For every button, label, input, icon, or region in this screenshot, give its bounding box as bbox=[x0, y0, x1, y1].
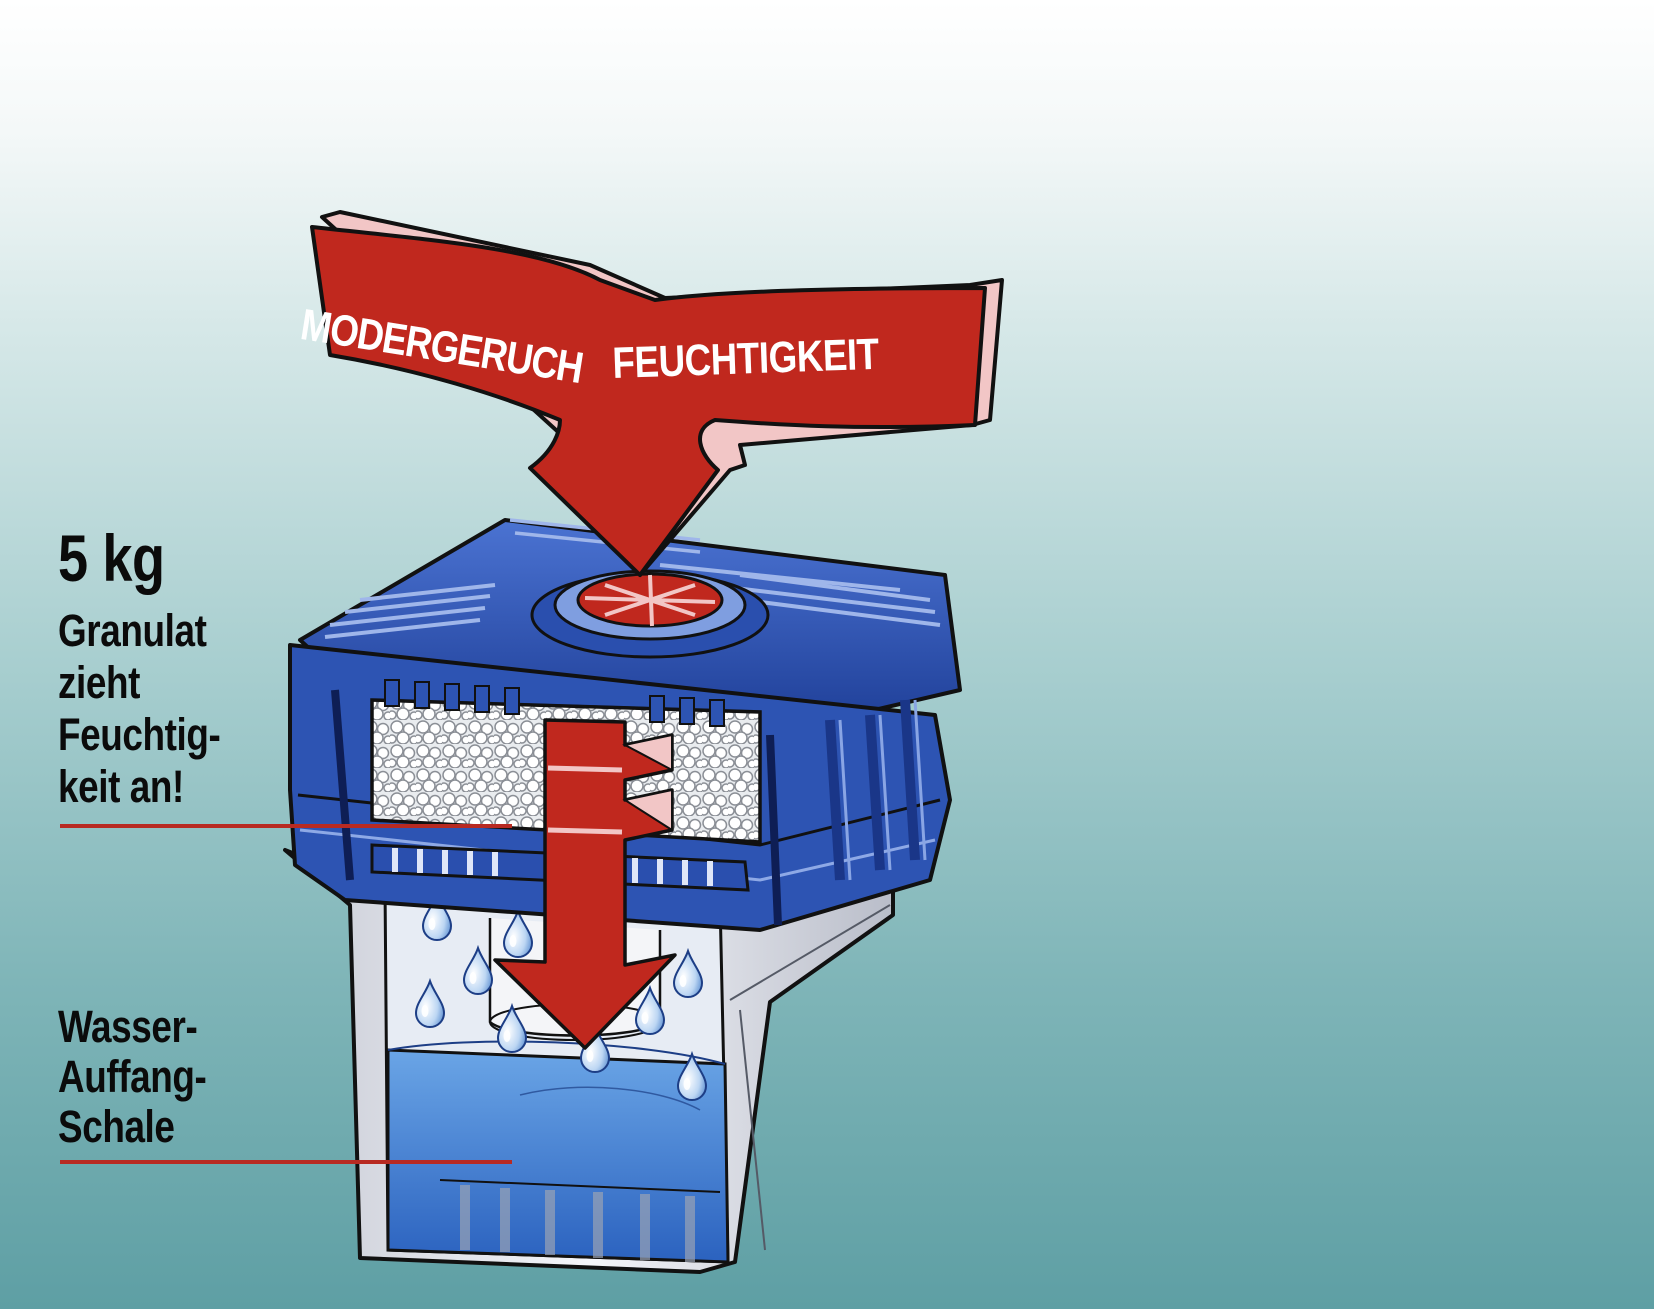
granulat-callout: Granulat zieht Feuchtig- keit an! bbox=[58, 605, 221, 813]
flow-arrow-main: MODERGERUCH FEUCHTIGKEIT bbox=[298, 210, 1004, 577]
granulat-line-4: keit an! bbox=[58, 761, 184, 812]
tank-line-1: Wasser- bbox=[58, 1001, 198, 1052]
tank-line-2: Auffang- bbox=[58, 1051, 207, 1102]
capacity-label: 5 kg bbox=[58, 521, 165, 595]
granulat-line-3: Feuchtig- bbox=[58, 709, 221, 760]
granulat-line-1: Granulat bbox=[58, 605, 207, 656]
flow-arrow-internal bbox=[493, 718, 677, 1050]
granulat-line-2: zieht bbox=[58, 657, 141, 708]
arrow-label-feuchtigkeit: FEUCHTIGKEIT bbox=[612, 329, 881, 388]
tank-callout: Wasser- Auffang- Schale bbox=[58, 1001, 207, 1152]
tank-line-3: Schale bbox=[58, 1101, 175, 1152]
